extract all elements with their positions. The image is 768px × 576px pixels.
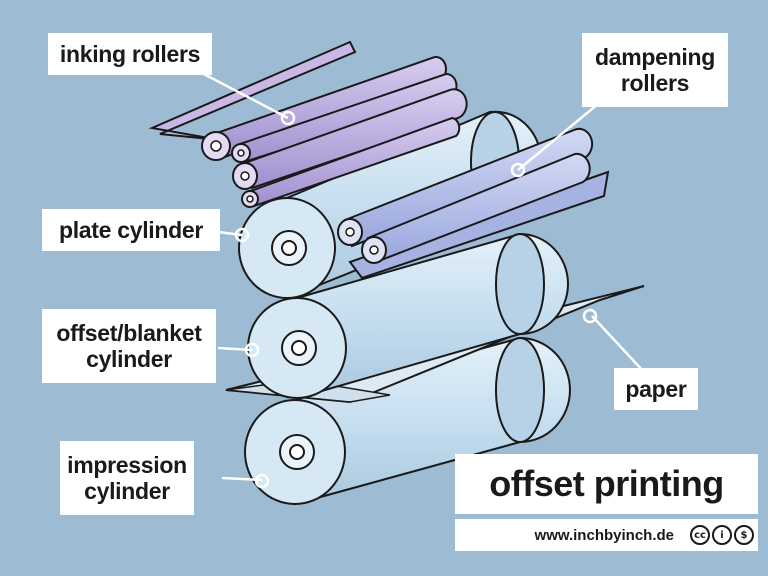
label-paper: paper: [614, 368, 698, 410]
label-offset-blanket-cylinder: offset/blanket cylinder: [42, 309, 216, 383]
leader-lines: [199, 70, 645, 489]
diagram-title: offset printing: [455, 454, 758, 514]
leader-plate-cylinder: [217, 230, 243, 237]
dampening-roller-2: [361, 152, 591, 264]
label-plate-cylinder: plate cylinder: [42, 209, 220, 251]
cc-icon: cc: [690, 525, 710, 545]
inking-roller-4: [241, 116, 461, 208]
leader-paper: [591, 315, 645, 373]
leader-dampening-rollers: [517, 103, 599, 171]
license-icons: cc i $: [690, 525, 754, 545]
inking-roller-3: [232, 88, 468, 190]
leader-inking-rollers: [199, 70, 289, 120]
inking-roller-group: [201, 56, 468, 208]
website-url: www.inchbyinch.de: [534, 526, 674, 544]
by-icon: i: [712, 525, 732, 545]
offset-blanket-cylinder: [247, 232, 569, 400]
label-dampening-rollers: dampening rollers: [582, 33, 728, 107]
dampening-roller-group: [337, 127, 610, 280]
label-impression-cylinder: impression cylinder: [60, 441, 194, 515]
impression-cylinder: [244, 336, 571, 506]
label-inking-rollers: inking rollers: [48, 33, 212, 75]
nc-icon: $: [734, 525, 754, 545]
